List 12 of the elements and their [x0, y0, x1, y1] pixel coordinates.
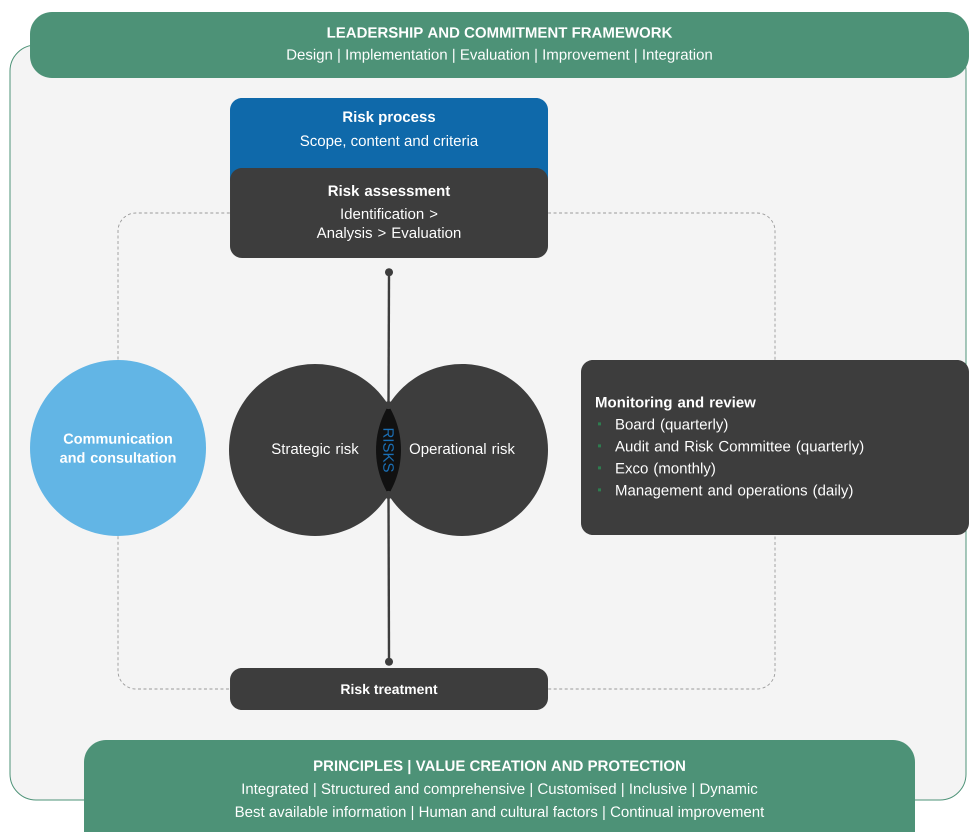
process-box: Risk treatment — [230, 668, 548, 710]
connector-line — [384, 268, 393, 410]
dashed-line — [548, 212, 776, 360]
dashed-line — [118, 212, 230, 360]
info-box: Monitoring and review Board (quarterly) Audit and Risk Committee (quarterly) Exco (monthly) Management and operations (daily) — [581, 360, 969, 535]
connector-line — [384, 490, 393, 666]
header-band: LEADERSHIP AND COMMITMENT FRAMEWORK Design | Implementation | Evaluation | Improvement | Integration — [30, 12, 969, 78]
overlap-lens: RISKS — [376, 405, 401, 495]
dashed-line — [548, 534, 776, 690]
dashed-line — [118, 536, 230, 690]
footer-band: PRINCIPLES | VALUE CREATION AND PROTECTION Integrated | Structured and comprehensive | Customised | Inclusive | Dynamic Best available information | Human and cultural factors | Continual improvement — [84, 740, 915, 832]
process-box: Risk assessment Identification > Analysis > Evaluation — [230, 168, 548, 258]
